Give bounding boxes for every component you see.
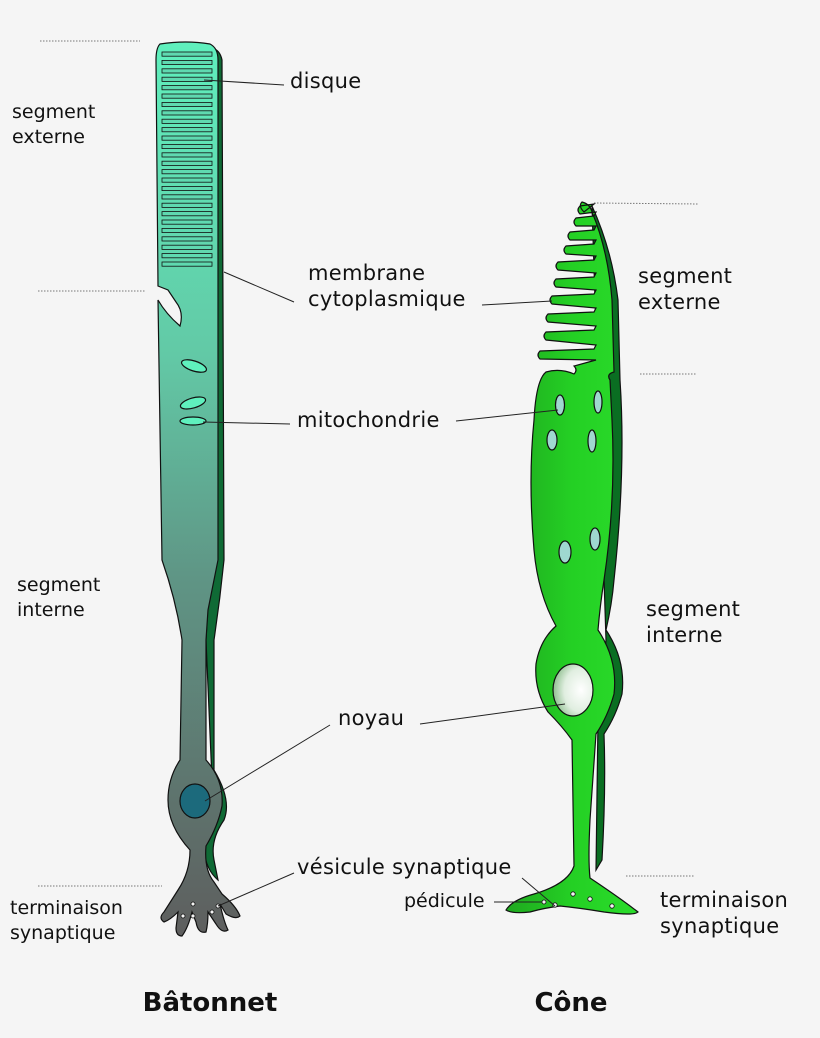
rod-disc-stack [161, 51, 213, 267]
rod-disc [161, 169, 213, 175]
cone-organelles [546, 390, 603, 564]
label-membrane-line1: membrane [308, 261, 425, 285]
rod-disc [161, 51, 213, 57]
rod-disc [161, 85, 213, 91]
rod-disc [161, 110, 213, 116]
label-disque: disque [290, 69, 361, 93]
rod-disc [161, 127, 213, 133]
rod-disc [161, 211, 213, 217]
rod-disc [161, 227, 213, 233]
label-noyau: noyau [338, 706, 404, 730]
rod-disc [161, 219, 213, 225]
label-cone-inner-line1: segment [646, 597, 740, 621]
label-rod-outer-line2: externe [12, 126, 85, 148]
label-cone-outer-line2: externe [638, 290, 721, 314]
label-cone-inner-line2: interne [646, 623, 723, 647]
rod-disc [161, 185, 213, 191]
rod-disc [161, 68, 213, 74]
leader-lines [202, 79, 566, 907]
rod-disc [161, 93, 213, 99]
rod-nucleus [179, 783, 211, 819]
boundary-lines [38, 40, 699, 887]
label-rod-inner-line2: interne [17, 599, 85, 621]
cone-mitochondrion [554, 394, 566, 416]
rod-disc [161, 76, 213, 82]
label-rod-outer-line1: segment [12, 101, 95, 123]
cone-nucleus [552, 663, 594, 717]
label-cone-term-line1: terminaison [660, 888, 788, 912]
label-membrane-line2: cytoplasmique [308, 287, 466, 311]
rod-disc [161, 152, 213, 158]
rod-disc [161, 244, 213, 250]
label-rod-term-line2: synaptique [10, 922, 115, 944]
rod-disc [161, 143, 213, 149]
cone-mitochondrion [546, 429, 558, 451]
cone-mitochondrion [587, 429, 597, 453]
label-rod-inner-line1: segment [17, 574, 100, 596]
title-rod: Bâtonnet [143, 988, 278, 1018]
rod-mitochondrion [179, 396, 207, 410]
rod-disc [161, 236, 213, 242]
rod-disc [161, 118, 213, 124]
rod-disc [161, 202, 213, 208]
label-mitochondrie: mitochondrie [297, 408, 440, 432]
rod-vesicles [180, 901, 221, 919]
label-vesicule: vésicule synaptique [297, 855, 512, 879]
label-rod-term-line1: terminaison [10, 897, 123, 919]
labels: disque membrane cytoplasmique mitochondr… [10, 69, 788, 1018]
rod-cell [155, 41, 241, 937]
rod-disc [161, 160, 213, 166]
rod-disc [161, 194, 213, 200]
cone-mitochondrion [558, 540, 572, 564]
rod-disc [161, 60, 213, 66]
rod-disc [161, 177, 213, 183]
rod-disc [161, 261, 213, 267]
cone-mitochondrion [589, 527, 601, 551]
rod-disc [161, 102, 213, 108]
rod-mitochondrion [180, 359, 208, 373]
cone-vesicles [541, 891, 615, 909]
cone-cell [505, 201, 639, 915]
rod-disc [161, 253, 213, 259]
label-pedicule: pédicule [404, 890, 485, 912]
label-cone-term-line2: synaptique [660, 914, 780, 938]
label-cone-outer-line1: segment [638, 264, 732, 288]
cone-mitochondrion [593, 390, 603, 414]
rod-mitochondrion [179, 416, 207, 426]
rod-disc [161, 135, 213, 141]
title-cone: Cône [534, 988, 607, 1018]
cone-body [505, 201, 639, 915]
